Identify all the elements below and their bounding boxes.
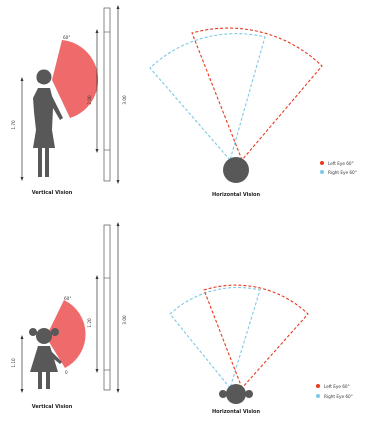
child-figure [29,328,62,389]
legend-right-eye-label: Right Eye 60° [328,170,357,175]
adult-head-top-view [223,157,249,183]
legend-left-eye-label: Left Eye 60° [324,384,350,389]
adult-horizontal-vision: Horizontal Vision Left Eye 60° Right Eye… [149,27,357,198]
child-left-eye-fan [203,284,309,390]
child-vision-cone [46,300,86,368]
child-vertical-caption: Vertical Vision [32,404,73,410]
child-right-eye-fan [169,286,261,390]
adult-right-eye-fan [149,33,266,162]
legend-left-eye-label: Left Eye 60° [328,161,354,166]
child-wall [103,224,111,391]
child-horizontal-caption: Horizontal Vision [212,409,261,415]
child-head-top-view [219,384,253,404]
adult-wall [103,7,111,182]
child-vertical-vision: 60° 0 1.10 1.20 3.00 Vertical [11,222,127,410]
adult-left-eye-fan [191,27,323,162]
svg-text:0: 0 [65,370,68,375]
legend-left-eye-swatch [316,384,320,388]
child-eye-height-label: 1.10 [11,358,16,368]
child-mid-dim-label: 1.20 [87,318,92,328]
legend-right-eye-swatch [320,170,324,174]
adult-horizontal-caption: Horizontal Vision [212,192,261,198]
child-horizontal-vision: Horizontal Vision Left Eye 60° Right Eye… [169,284,353,415]
adult-vertical-caption: Vertical Vision [32,190,73,196]
legend-left-eye-swatch [320,161,324,165]
adult-figure [33,69,63,177]
adult-full-dim-label: 3.00 [122,95,127,105]
child-legend: Left Eye 60° Right Eye 60° [316,384,353,399]
adult-mid-dim-label: 2.00 [87,95,92,105]
adult-vertical-vision: 60° 1.70 2.00 3.00 Vertical Vision [11,5,127,196]
legend-right-eye-label: Right Eye 60° [324,394,353,399]
adult-eye-height-label: 1.70 [11,120,16,130]
adult-legend: Left Eye 60° Right Eye 60° [320,161,357,175]
adult-vision-cone [52,40,99,118]
adult-angle-label: 60° [63,35,70,40]
child-full-dim-label: 3.00 [122,315,127,325]
child-angle-label: 60° [64,296,71,301]
adult-eye-height-arrow [20,77,24,81]
legend-right-eye-swatch [316,394,320,398]
